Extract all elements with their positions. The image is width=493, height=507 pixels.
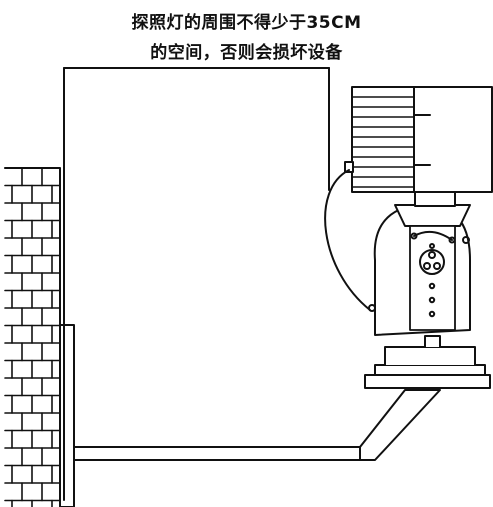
searchlight-body: [368, 204, 471, 348]
caption-line-1: 探照灯的周围不得少于35CM: [131, 13, 362, 33]
wall-mount-plate: [59, 324, 75, 507]
mounting-arm: [73, 389, 441, 461]
searchlight-base: [364, 346, 491, 389]
control-box: [344, 86, 493, 193]
clearance-bracket: [63, 67, 330, 501]
caption-line-2: 的空间，否则会损坏设备: [150, 43, 343, 63]
brick-wall: [4, 167, 61, 507]
cable: [324, 169, 371, 311]
